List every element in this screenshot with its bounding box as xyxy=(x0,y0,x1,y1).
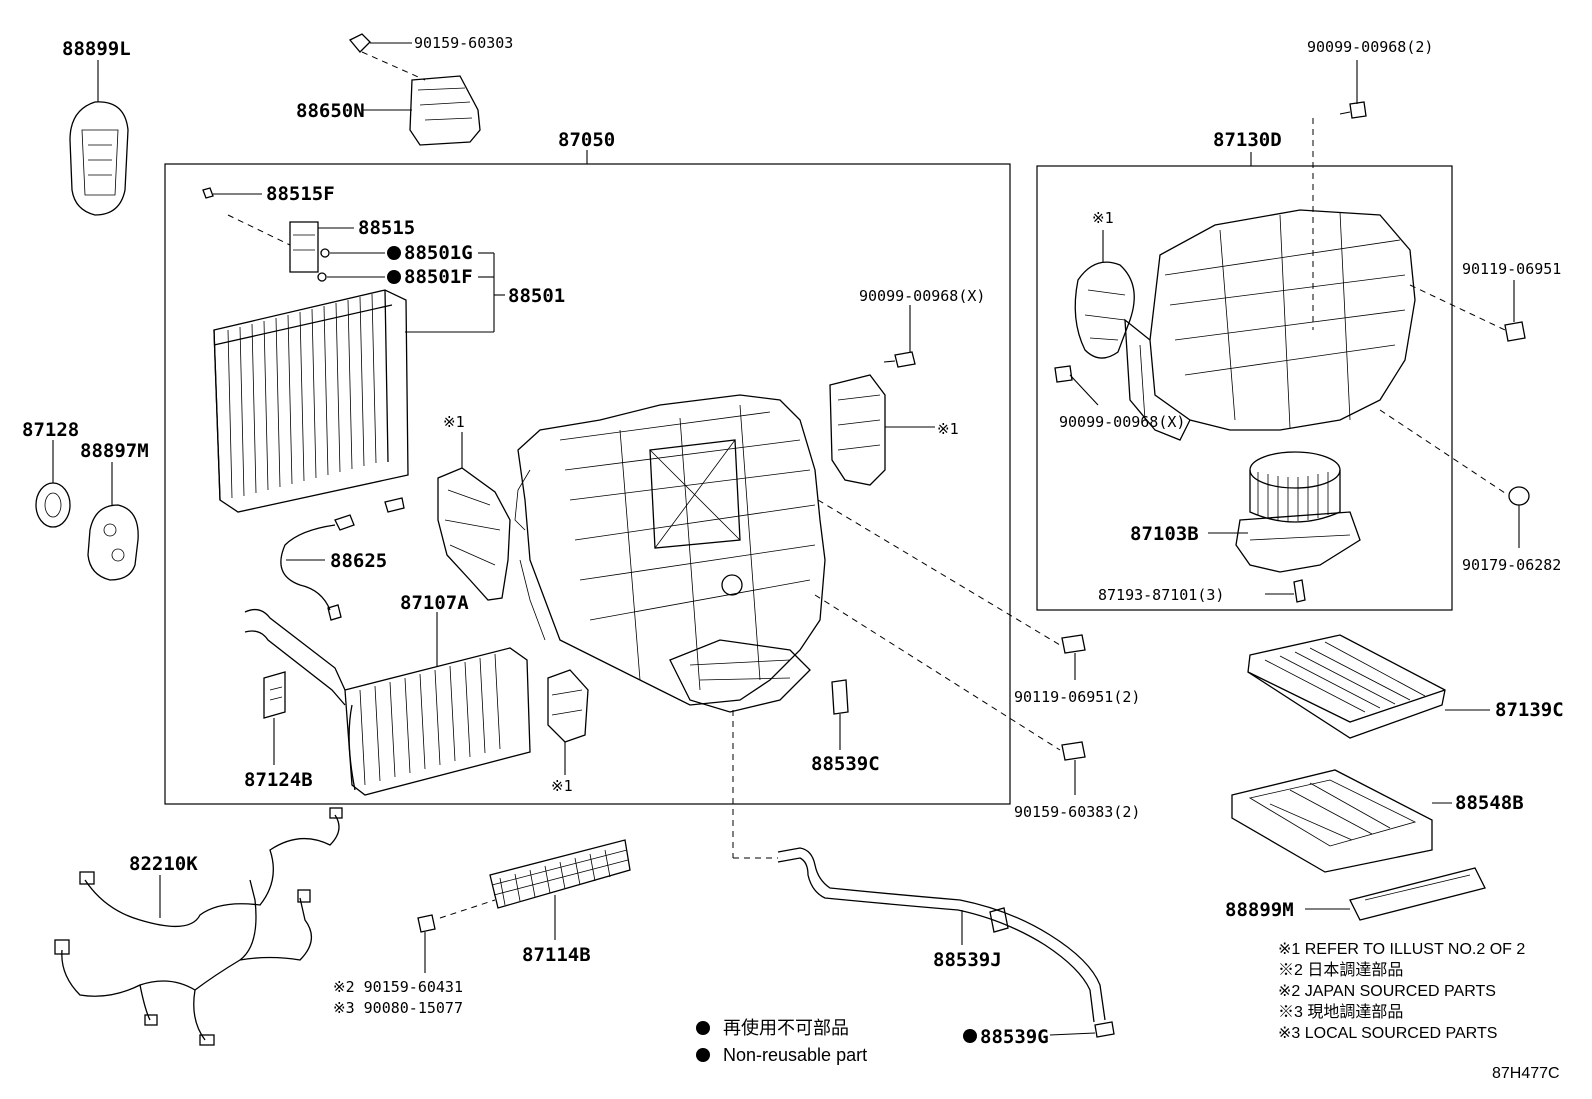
callout-90099-00968X-a: 90099-00968(X) xyxy=(859,287,985,305)
ref1-right-servo: ※1 xyxy=(937,420,959,438)
callout-88501F: 88501F xyxy=(404,266,473,288)
legend-non-reusable-en: Non-reusable part xyxy=(723,1045,867,1065)
callout-88501G: 88501G xyxy=(404,242,473,264)
callout-87103B: 87103B xyxy=(1130,523,1199,545)
evaporator-core-part xyxy=(213,289,409,513)
callout-90159-60303: 90159-60303 xyxy=(414,34,513,52)
bracket-88650N-part xyxy=(348,33,481,146)
ref1-bottom-servo: ※1 xyxy=(551,777,573,795)
blower-fan-cover-part xyxy=(1074,230,1135,359)
grommet-87128-part xyxy=(35,440,71,528)
screw-87193-87101-part xyxy=(1265,579,1306,603)
knob-88899L-part xyxy=(69,60,129,216)
dash-blower-to-90119 xyxy=(1409,284,1506,331)
note-local-sourced-en: ※3 LOCAL SOURCED PARTS xyxy=(1278,1025,1497,1042)
callout-88515: 88515 xyxy=(358,217,415,239)
note-local-sourced-jp: ※3 現地調達部品 xyxy=(1278,1003,1403,1021)
screw-90119-06951-part xyxy=(1504,280,1526,342)
clip-90179-06282-part xyxy=(1508,486,1530,548)
screw-90159-60383-2-part xyxy=(1061,741,1086,795)
dash-housing-to-90119 xyxy=(817,499,1061,646)
blower-motor-part xyxy=(1235,451,1361,573)
callout-87139C: 87139C xyxy=(1495,699,1564,721)
callout-88539J: 88539J xyxy=(933,949,1002,971)
callout-90159-60383-2: 90159-60383(2) xyxy=(1014,803,1140,821)
damper-servo-bottom-part xyxy=(547,669,589,775)
callout-88515F: 88515F xyxy=(266,183,335,205)
ref1-left-servo: ※1 xyxy=(443,413,465,431)
callout-87130D: 87130D xyxy=(1213,129,1282,151)
callout-87124B: 87124B xyxy=(244,769,313,791)
legend-dot-en xyxy=(696,1048,710,1062)
screw-90159-60431-part xyxy=(417,914,436,973)
assembly-87130D-box xyxy=(1036,165,1453,611)
screw-90119-06951-2-part xyxy=(1061,634,1086,680)
grommet-88897M-part xyxy=(87,462,139,581)
strip-88899M-part xyxy=(1305,867,1486,921)
callout-87050: 87050 xyxy=(558,129,615,151)
legend-non-reusable-jp: 再使用不可部品 xyxy=(723,1018,849,1038)
note-japan-sourced-en: ※2 JAPAN SOURCED PARTS xyxy=(1278,983,1496,1000)
callout-87114B: 87114B xyxy=(522,944,591,966)
sensor-88539C-part xyxy=(831,679,849,750)
callout-88548B: 88548B xyxy=(1455,792,1524,814)
callout-88899M: 88899M xyxy=(1225,899,1294,921)
clip-87124B-part xyxy=(263,671,286,765)
wire-harness-82210K-part xyxy=(54,807,343,1046)
callout-88539G: 88539G xyxy=(980,1026,1049,1048)
callout-90099-00968-2: 90099-00968(2) xyxy=(1307,38,1433,56)
callout-88501: 88501 xyxy=(508,285,565,307)
thermistor-88625-part xyxy=(280,497,405,621)
filter-case-88548B-part xyxy=(1231,769,1452,873)
callout-90080-15077: ※3 90080-15077 xyxy=(333,999,463,1017)
callout-87193-87101-3: 87193-87101(3) xyxy=(1098,586,1224,604)
legend-dot-jp xyxy=(696,1021,710,1035)
callout-82210K: 82210K xyxy=(129,853,198,875)
callout-90179-06282: 90179-06282 xyxy=(1462,556,1561,574)
callout-90099-00968X-b: 90099-00968(X) xyxy=(1059,413,1185,431)
blower-case-part xyxy=(1124,209,1416,441)
screw-90099-00968X-b-part xyxy=(1054,365,1099,406)
damper-servo-left-part xyxy=(437,432,511,601)
dash-housing-to-90159 xyxy=(814,594,1061,751)
callout-88650N: 88650N xyxy=(296,100,365,122)
ref1-blower-cover: ※1 xyxy=(1092,209,1114,227)
callout-88539C: 88539C xyxy=(811,753,880,775)
callout-88625: 88625 xyxy=(330,550,387,572)
screw-90099-00968X-a-part xyxy=(883,305,916,368)
callout-90119-06951: 90119-06951 xyxy=(1462,260,1561,278)
filter-87139C-part xyxy=(1247,634,1490,739)
diagram-code: 87H477C xyxy=(1492,1065,1560,1082)
callout-87128: 87128 xyxy=(22,419,79,441)
damper-servo-right-part xyxy=(829,374,935,486)
grille-87114B-part xyxy=(439,839,631,940)
callout-87107A: 87107A xyxy=(400,592,469,614)
non-reusable-dot-88539G xyxy=(963,1029,977,1043)
drain-hose-88539J-part xyxy=(777,847,1115,1038)
callout-88897M: 88897M xyxy=(80,440,149,462)
dash-blower-to-90179 xyxy=(1379,409,1509,496)
note-japan-sourced-jp: ※2 日本調達部品 xyxy=(1278,961,1403,979)
expansion-valve-88515-part xyxy=(202,187,505,333)
heater-core-part xyxy=(244,608,531,796)
screw-90099-00968-2-part xyxy=(1312,60,1367,330)
note-refer-illust: ※1 REFER TO ILLUST NO.2 OF 2 xyxy=(1278,941,1525,958)
callout-88899L: 88899L xyxy=(62,38,131,60)
callout-90119-06951-2: 90119-06951(2) xyxy=(1014,688,1140,706)
callout-90159-60431: ※2 90159-60431 xyxy=(333,978,463,996)
hvac-housing-part xyxy=(514,394,826,713)
